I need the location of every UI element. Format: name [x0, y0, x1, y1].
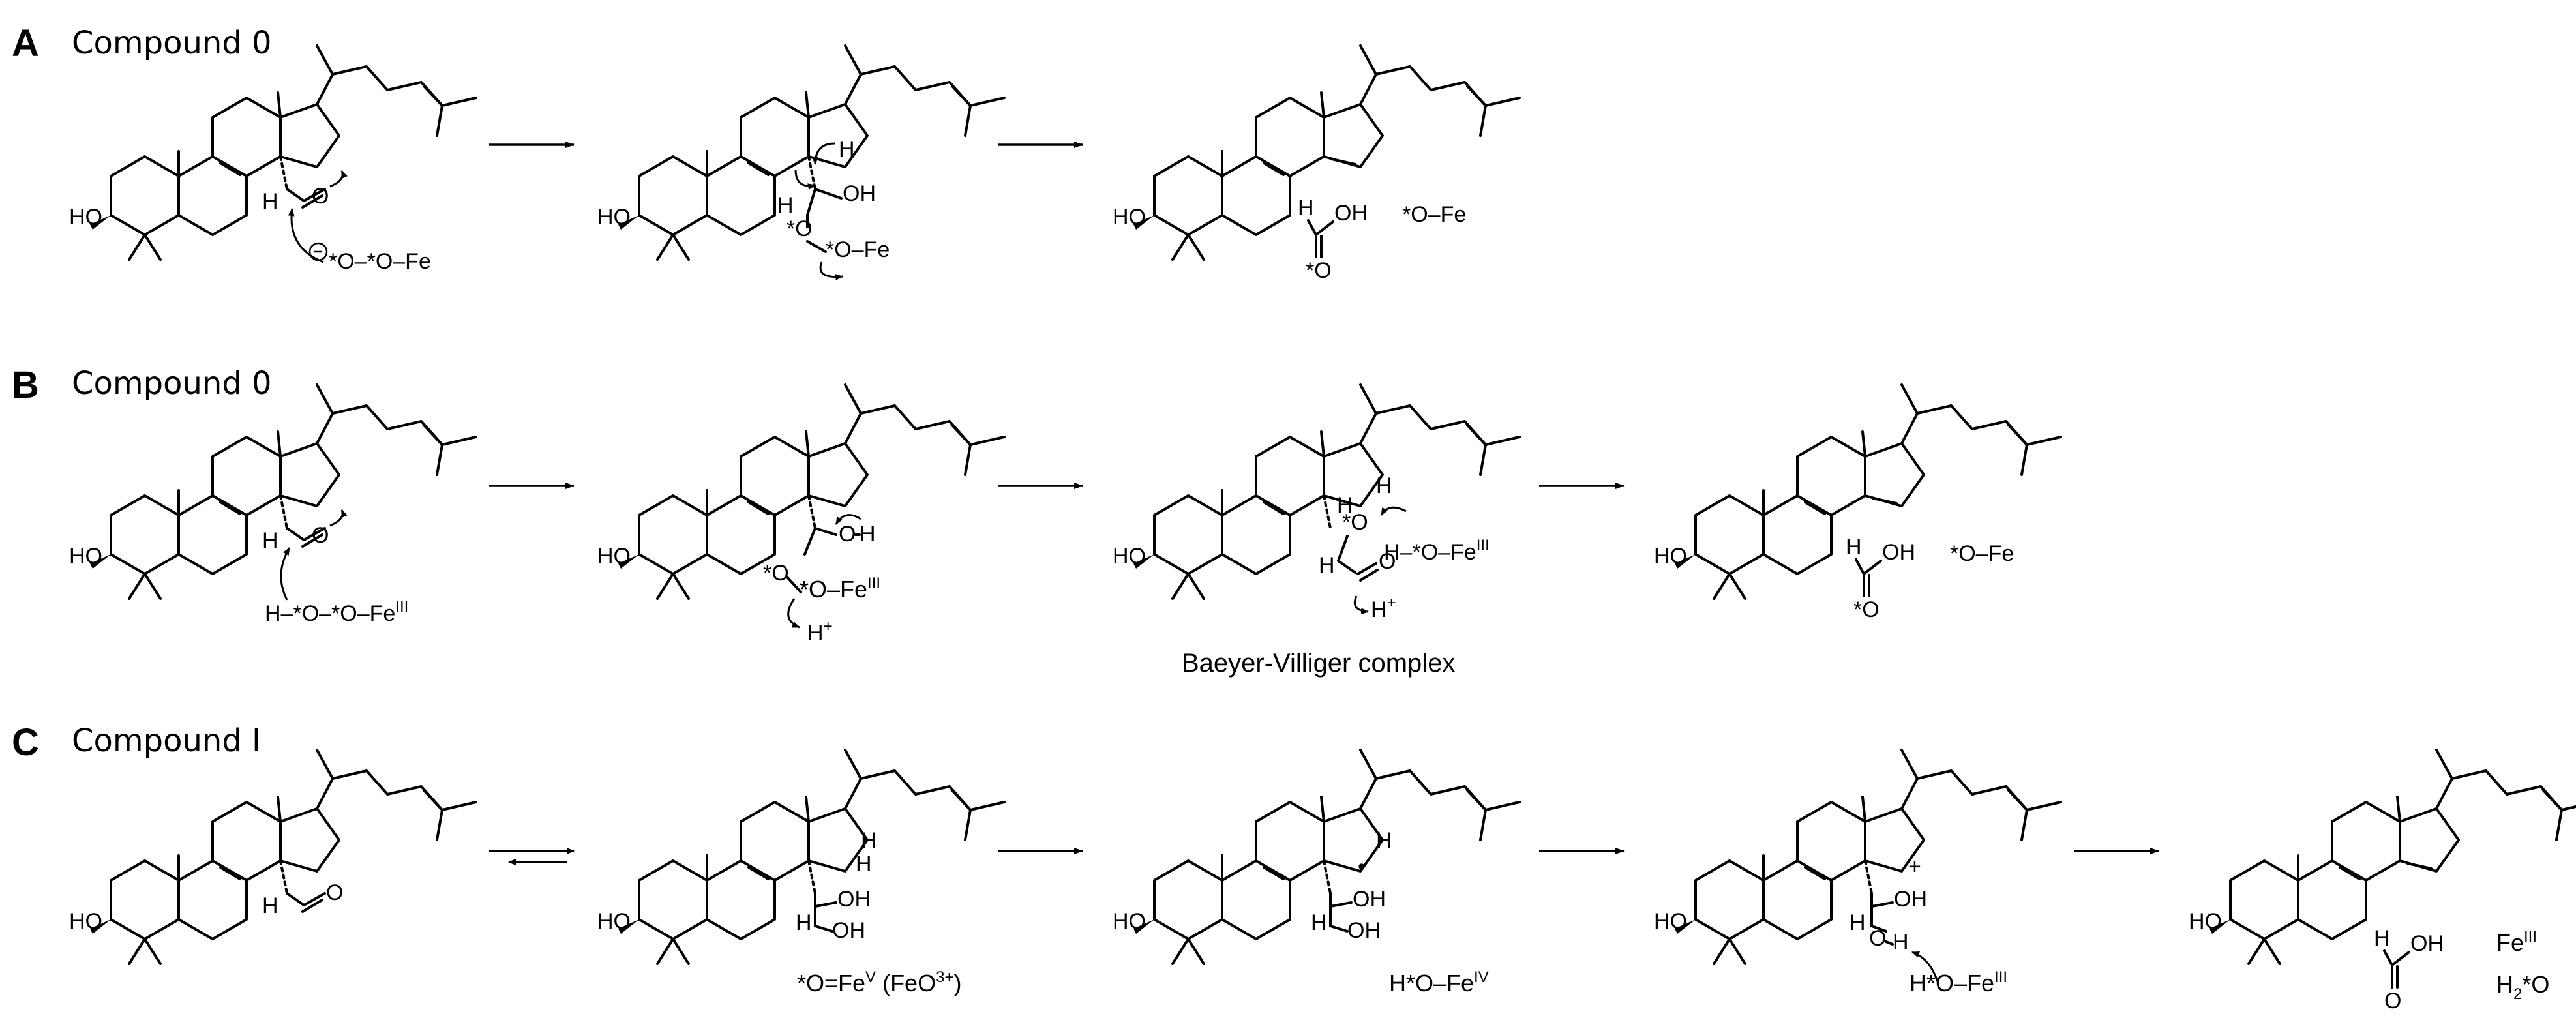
- ofe-product-label: *O–Fe: [1402, 202, 1466, 227]
- hydroxyl-label: HO: [597, 205, 631, 230]
- aldehyde-o-label: O: [326, 880, 343, 905]
- h-label: H: [796, 910, 812, 935]
- h-label: H: [1850, 910, 1866, 935]
- molecule-c2: HO OH OH H H H: [597, 749, 1006, 965]
- hofe-iv-label: H*O–FeIV: [1389, 968, 1489, 996]
- h15b-label: H: [856, 852, 872, 876]
- molecule-b3: HO *O H O H H H+ H–*O–FeIII: [1113, 383, 1521, 622]
- molecule-c1: HO H O: [69, 749, 477, 965]
- molecule-b4: HO: [1654, 385, 2061, 599]
- h15-label: H: [1376, 473, 1392, 498]
- molecule-a3: HO: [1113, 46, 1520, 260]
- radical-dot: •: [1358, 854, 1366, 879]
- ofe-label: *O–Fe: [826, 237, 890, 262]
- aldehyde-o-label: O: [312, 184, 329, 209]
- panel-title-b: Compound 0: [72, 365, 272, 402]
- panel-title-a: Compound 0: [72, 25, 272, 61]
- hydroxyl-label: HO: [1654, 544, 1687, 569]
- svg-text:H+: H+: [807, 618, 833, 646]
- equilibrium-arrow: [489, 848, 575, 865]
- formic-acid-c: H OH O: [2374, 926, 2444, 1013]
- oh-h-label: H: [1893, 930, 1909, 955]
- formyl-oh-label: OH: [2410, 931, 2444, 956]
- oxidant-label: *O–*O–Fe: [329, 249, 431, 274]
- fe-iii-label: FeIII: [2496, 928, 2537, 956]
- oh2-label: OH: [1347, 918, 1381, 943]
- hydroxyl-label: HO: [1113, 909, 1146, 934]
- molecule-a1: HO H O *O–*O–Fe: [69, 44, 477, 274]
- formyl-h-label: H: [1846, 535, 1862, 560]
- aldehyde-h-label: H: [262, 528, 278, 553]
- hofe-iii-label: H*O–FeIII: [1910, 968, 2007, 996]
- water-label: H2*O: [2496, 971, 2549, 1003]
- hydroxyl-label: HO: [69, 205, 102, 230]
- h-label: H: [777, 193, 794, 218]
- formyl-oh-label: OH: [1882, 540, 1915, 565]
- hydroxyl-label: HO: [69, 544, 102, 569]
- oxidant-b: H–*O–*O–FeIII: [265, 598, 408, 626]
- oh-label: OH: [837, 887, 871, 912]
- formyl-o-label: O: [2384, 989, 2401, 1013]
- formyl-h-label: H: [1298, 196, 1314, 220]
- svg-text:H–*O–FeIII: H–*O–FeIII: [1384, 537, 1490, 565]
- h15a-label: H: [861, 828, 877, 853]
- panel-letter-c: C: [12, 721, 39, 764]
- aldehyde-o-label: O: [312, 523, 329, 548]
- panel-letter-a: A: [12, 22, 39, 65]
- panel-title-c: Compound I: [72, 723, 261, 759]
- oh-label: OH: [1353, 887, 1386, 912]
- aldehyde-h-label: H: [262, 189, 278, 214]
- h-small-label: H: [1337, 493, 1353, 518]
- oh-label: OH: [843, 181, 876, 206]
- hydroxyl-label: HO: [2189, 909, 2222, 934]
- hydroxyl-label: HO: [1113, 544, 1146, 569]
- o-label: O: [1379, 549, 1396, 574]
- panel-letter-b: B: [12, 364, 39, 406]
- oh2-label: OH: [832, 918, 865, 943]
- ofe-product-label: *O–Fe: [1950, 541, 2014, 566]
- aldehyde-h-label: H: [262, 893, 278, 918]
- feo-label: *O=FeV (FeO3+): [797, 968, 961, 996]
- oh-label: OH: [1894, 887, 1927, 912]
- molecule-c3: HO OH OH H H •: [1113, 749, 1521, 965]
- molecule-b1: HO H O: [69, 383, 477, 601]
- formyl-h-label: H: [2374, 926, 2390, 951]
- o-label: O: [1869, 926, 1886, 951]
- h15-label: H: [1376, 828, 1392, 853]
- molecule-c5: HO: [2189, 750, 2576, 964]
- star-o-label: *O: [763, 561, 789, 586]
- hydroxyl-label: HO: [597, 909, 631, 934]
- hydroxyl-label: HO: [1113, 205, 1146, 230]
- h-label: H: [1319, 553, 1335, 578]
- formyl-o-label: *O: [1306, 258, 1332, 283]
- formic-acid-b: H OH *O: [1846, 535, 1915, 622]
- hydroxyl-label: HO: [1654, 909, 1687, 934]
- molecule-c4: HO OH H O H +: [1654, 749, 2062, 984]
- h-label: H: [1311, 910, 1327, 935]
- baeyer-villiger-caption: Baeyer-Villiger complex: [1182, 649, 1455, 678]
- svg-text:H+: H+: [1371, 594, 1396, 622]
- star-o-label: *O: [1342, 510, 1368, 535]
- molecule-b2: HO O H *O *O–FeIII H+: [597, 383, 1006, 646]
- molecule-a2: HO H OH H *O *O–Fe: [597, 44, 1006, 281]
- svg-text:*O–FeIII: *O–FeIII: [800, 575, 880, 603]
- o-label: O: [839, 522, 856, 546]
- h15-label: H: [839, 137, 855, 162]
- formyl-oh-label: OH: [1334, 201, 1368, 226]
- formic-acid-a: H OH *O: [1298, 196, 1368, 283]
- formyl-o-label: *O: [1853, 597, 1880, 622]
- hydroxyl-label: HO: [597, 544, 631, 569]
- hydroxyl-label: HO: [69, 909, 102, 934]
- h-label: H: [860, 522, 876, 546]
- svg-text:H–*O–*O–FeIII: H–*O–*O–FeIII: [265, 598, 408, 626]
- cation-plus: +: [1908, 854, 1921, 879]
